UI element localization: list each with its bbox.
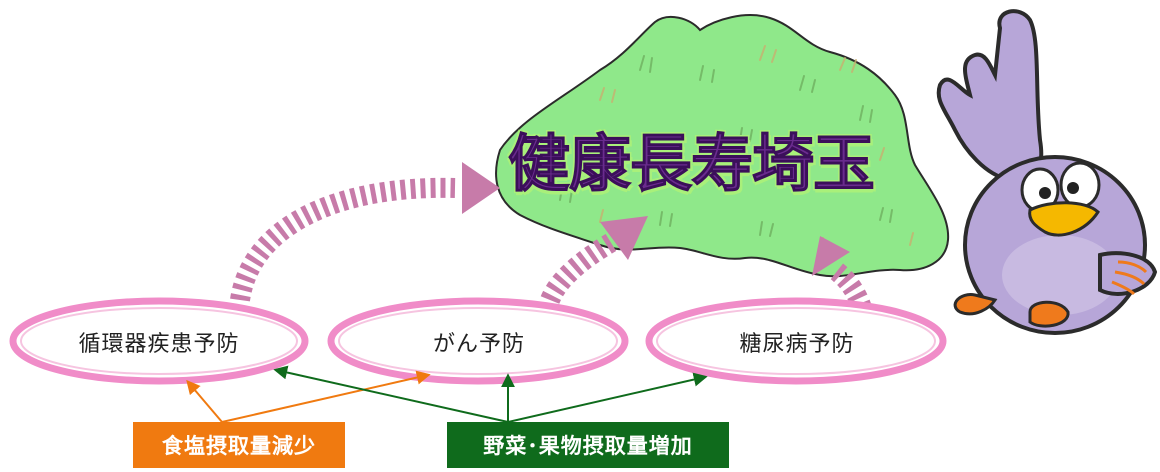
salt-arrows [186,370,431,423]
vegetable-arrows [273,365,708,423]
title-text: 健康長寿埼玉 [508,127,876,201]
oval-label-tonyo: 糖尿病予防 [739,332,855,357]
oval-gan [327,297,629,385]
arrow-junkan-to-title [230,162,500,302]
arrow-gan-to-map [540,216,648,305]
vegetable-increase-box: 野菜･果物摂取量増加 [447,422,729,468]
saitama-map [495,14,950,278]
oval-tonyo [645,297,947,385]
mascot-bird [936,9,1158,335]
oval-label-junkan: 循環器疾患予防 [78,332,240,357]
oval-label-gan: がん予防 [432,332,525,357]
oval-junkan [9,297,309,385]
salt-reduction-box: 食塩摂取量減少 [133,422,345,468]
